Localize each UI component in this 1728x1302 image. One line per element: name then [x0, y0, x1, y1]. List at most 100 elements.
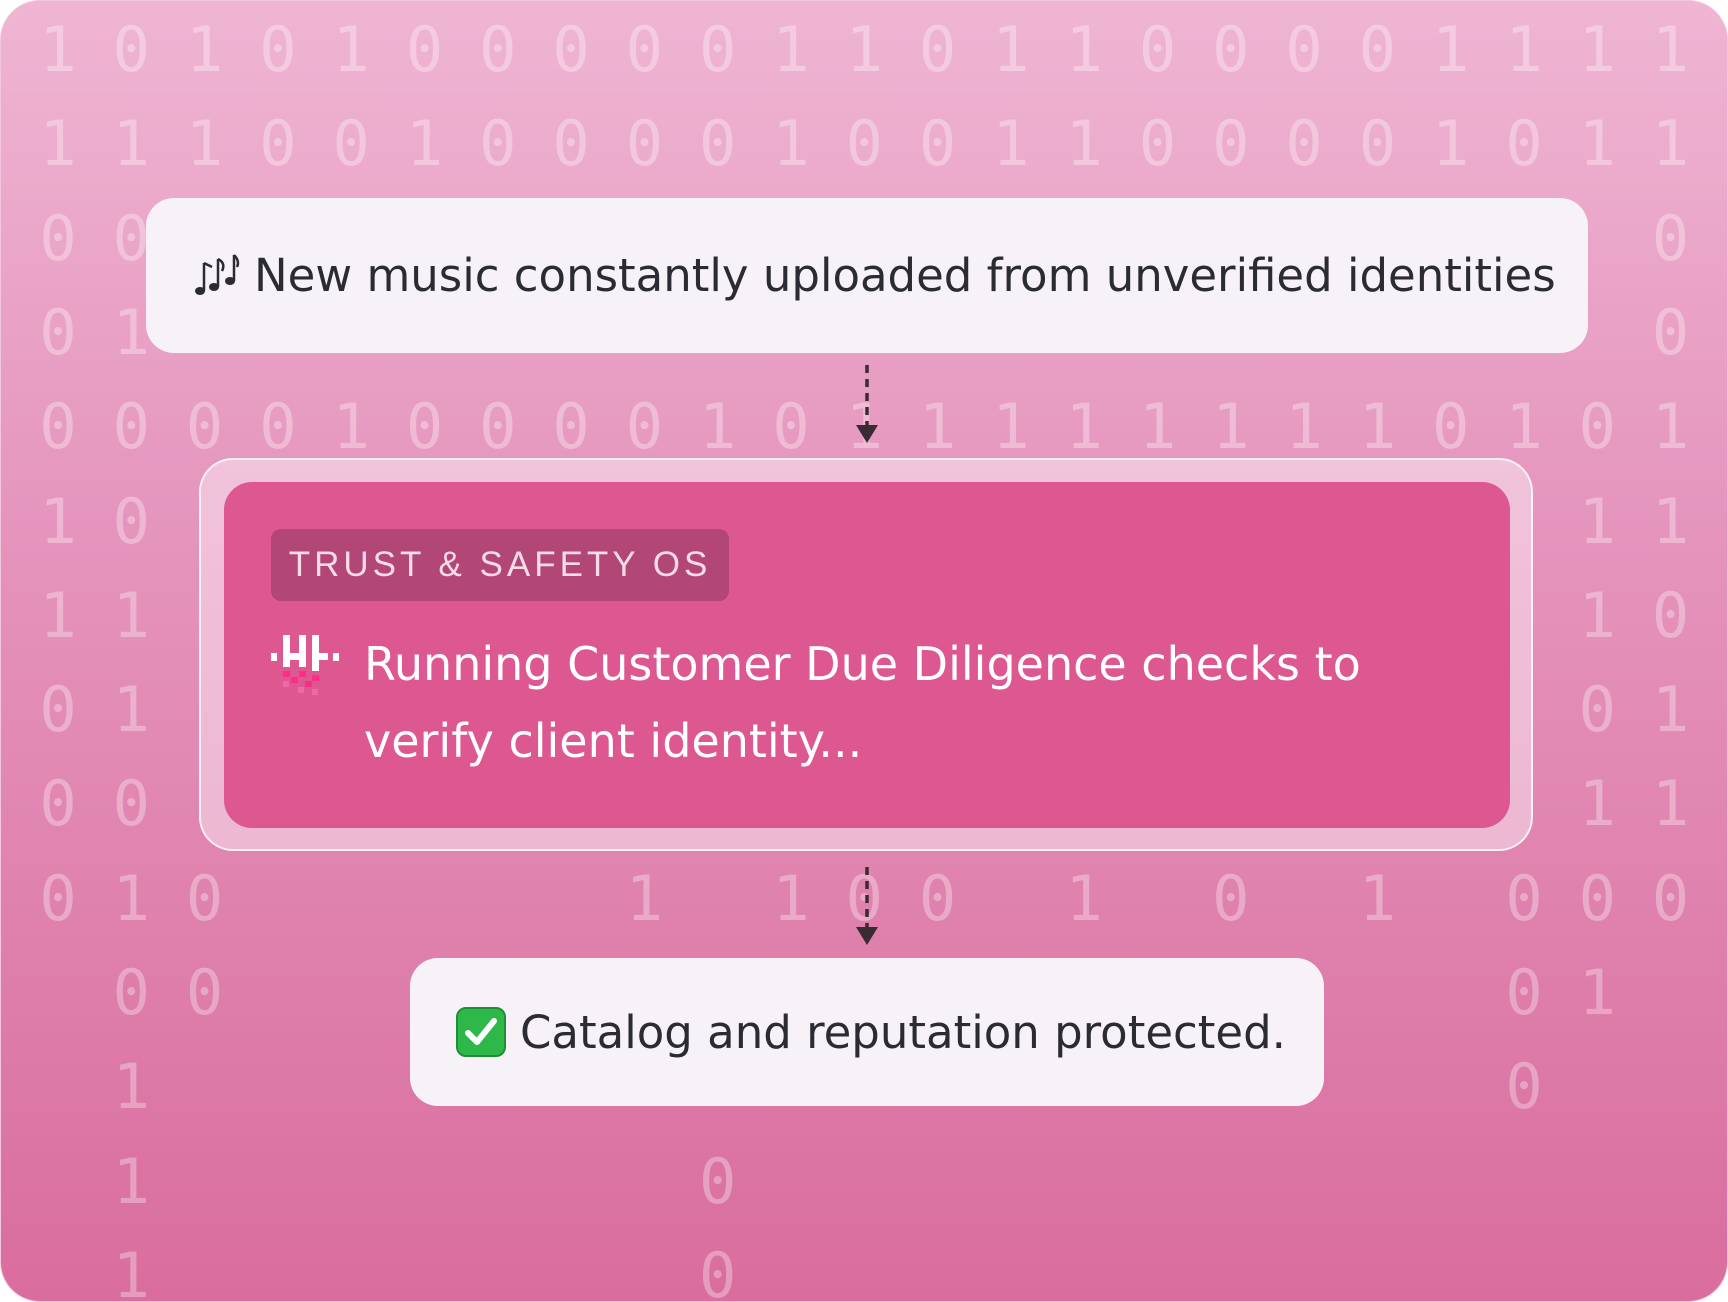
- binary-digit: 0: [185, 390, 224, 464]
- binary-digit: 0: [479, 13, 517, 86]
- binary-digit: 0: [625, 390, 664, 464]
- binary-digit: 1: [1714, 867, 1727, 930]
- binary-digit: 0: [1651, 295, 1690, 369]
- binary-digit: 0: [1578, 673, 1616, 747]
- binary-digit: 0: [1285, 107, 1323, 181]
- binary-digit: 1: [1065, 861, 1103, 935]
- binary-digit: 1: [992, 13, 1030, 86]
- binary-digit: 0: [479, 390, 517, 464]
- binary-digit: 0: [112, 767, 150, 841]
- binary-digit: 0: [1138, 13, 1177, 86]
- binary-digit: 0: [1578, 390, 1616, 464]
- binary-digit: 1: [1578, 767, 1616, 841]
- binary-digit: 0: [1714, 584, 1727, 647]
- binary-digit: 0: [1651, 578, 1690, 652]
- binary-digit: 1: [1651, 673, 1690, 747]
- binary-digit: 1: [332, 13, 370, 86]
- binary-digit: 0: [112, 484, 150, 558]
- binary-digit: 1: [992, 390, 1030, 464]
- binary-digit: 0: [112, 390, 150, 464]
- binary-digit: 0: [1651, 861, 1690, 935]
- binary-digit: 0: [405, 390, 444, 464]
- binary-digit: 1: [1285, 390, 1323, 464]
- output-card: Catalog and reputation protected.: [410, 958, 1324, 1106]
- binary-digit: 1: [112, 1238, 150, 1302]
- binary-digit: 0: [185, 861, 224, 935]
- binary-digit: 1: [185, 13, 224, 86]
- binary-digit: 1: [1578, 578, 1616, 652]
- binary-digit: 1: [625, 861, 664, 935]
- binary-digit: 0: [1212, 13, 1250, 86]
- binary-digit: 1: [1432, 107, 1470, 181]
- binary-digit: 1: [1578, 13, 1616, 86]
- binary-digit: 1: [1651, 484, 1690, 558]
- binary-digit: 0: [1432, 390, 1470, 464]
- binary-digit: 1: [772, 107, 810, 181]
- binary-digit: 0: [845, 861, 883, 935]
- binary-digit: 0: [699, 1238, 737, 1302]
- binary-digit: 0: [1505, 861, 1543, 935]
- binary-digit: 1: [1578, 956, 1616, 1029]
- binary-digit: 0: [772, 390, 810, 464]
- binary-digit: 0: [39, 295, 77, 369]
- binary-digit: 1: [112, 1144, 150, 1218]
- binary-digit: 1: [1651, 13, 1690, 86]
- binary-digit: 1: [1651, 767, 1690, 841]
- check-mark-icon: [456, 1007, 506, 1057]
- binary-digit: 0: [39, 767, 77, 841]
- binary-digit: 1: [1505, 13, 1543, 86]
- binary-digit: 0: [699, 13, 737, 86]
- binary-digit: 0: [39, 201, 77, 275]
- binary-digit: 0: [1358, 13, 1397, 86]
- binary-digit: 1: [112, 673, 150, 747]
- binary-digit: 0: [259, 390, 297, 464]
- binary-digit: 0: [1714, 19, 1727, 81]
- binary-digit: 0: [259, 107, 297, 181]
- binary-digit: 0: [112, 956, 150, 1029]
- binary-digit: 1: [1065, 390, 1103, 464]
- binary-digit: 0: [1212, 861, 1250, 935]
- binary-digit: 0: [1714, 773, 1727, 835]
- process-text-line-1: Running Customer Due Diligence checks to: [364, 637, 1361, 691]
- binary-digit: 0: [918, 13, 957, 86]
- binary-digit: 1: [699, 390, 737, 464]
- dashed-down-arrow-icon: [856, 867, 878, 945]
- binary-digit: 1: [918, 390, 957, 464]
- binary-digit: 1: [39, 484, 77, 558]
- binary-digit: 1: [772, 861, 810, 935]
- binary-digit: 1: [39, 107, 77, 181]
- binary-digit: 1: [405, 107, 444, 181]
- binary-digit: 1: [1578, 484, 1616, 558]
- binary-digit: 0: [1505, 1050, 1543, 1124]
- binary-digit: 0: [699, 1144, 737, 1218]
- binary-digit: 1: [845, 13, 883, 86]
- binary-digit: 0: [39, 861, 77, 935]
- music-notes-icon: [192, 253, 240, 299]
- binary-digit: 1: [39, 13, 77, 86]
- binary-digit: 0: [552, 390, 590, 464]
- process-description: Running Customer Due Diligence checks to…: [364, 626, 1464, 780]
- binary-digit: 0: [1138, 107, 1177, 181]
- binary-digit: 1: [1651, 107, 1690, 181]
- binary-digit: 1: [1065, 13, 1103, 86]
- binary-digit: 1: [1578, 107, 1616, 181]
- binary-digit: 1: [332, 390, 370, 464]
- binary-digit: 1: [1432, 13, 1470, 86]
- binary-digit: 1: [1358, 390, 1397, 464]
- binary-digit: 1: [112, 861, 150, 935]
- process-text-line-2: verify client identity...: [364, 714, 863, 768]
- binary-digit: 0: [1505, 107, 1543, 181]
- binary-digit: 0: [185, 956, 224, 1029]
- binary-digit: 0: [1505, 956, 1543, 1029]
- binary-digit: 0: [112, 201, 150, 275]
- binary-digit: 1: [1212, 390, 1250, 464]
- input-card: New music constantly uploaded from unver…: [146, 198, 1588, 353]
- binary-digit: 1: [112, 1050, 150, 1124]
- binary-digit: 0: [405, 13, 444, 86]
- trust-safety-badge: TRUST & SAFETY OS: [271, 529, 729, 601]
- binary-digit: 1: [1505, 390, 1543, 464]
- binary-digit: 1: [39, 578, 77, 652]
- binary-digit: 0: [1578, 861, 1616, 935]
- binary-digit: 0: [625, 107, 664, 181]
